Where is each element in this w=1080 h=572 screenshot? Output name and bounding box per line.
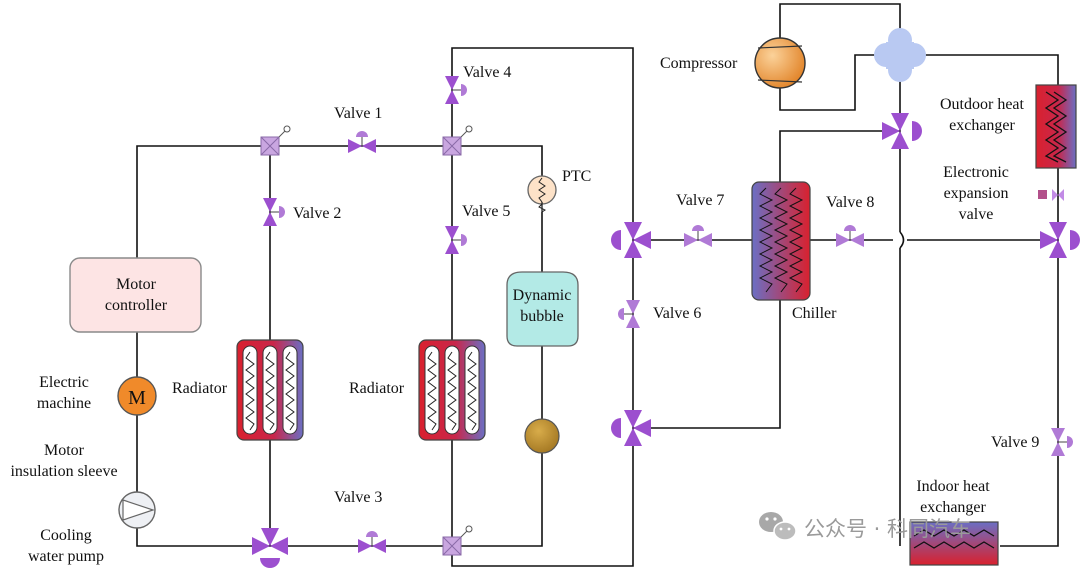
- radiator-1-label: Radiator: [172, 380, 228, 397]
- three-way-valve-refrigerant-upper: [882, 113, 922, 149]
- electric-machine-label-line2: machine: [37, 395, 91, 412]
- valve-5-label: Valve 5: [462, 203, 510, 220]
- junction-top-right: [442, 125, 473, 156]
- junction-top-left: [260, 125, 291, 156]
- outdoor-heat-exchanger-label-line2: exchanger: [949, 117, 1015, 134]
- valve-7: [684, 225, 712, 247]
- valve-4-label: Valve 4: [463, 64, 511, 81]
- dynamic-bubble: [506, 271, 579, 347]
- valve-7-label: Valve 7: [676, 192, 724, 209]
- radiator-1: [236, 339, 304, 441]
- electric-machine: [117, 376, 157, 416]
- electronic-expansion-valve-label-line2: expansion: [944, 185, 1009, 202]
- electric-machine-label-line1: Electric: [39, 374, 89, 391]
- watermark-text: 公众号 · 科同汽车: [804, 517, 971, 541]
- watermark: 公众号 · 科同汽车: [759, 512, 971, 541]
- chiller: [751, 181, 811, 301]
- valve-9: [1051, 428, 1073, 456]
- three-way-valve-refrigerant-right: [1040, 222, 1080, 258]
- motor-controller-label-line1: Motor: [116, 276, 157, 293]
- ptc-heater: [527, 175, 557, 213]
- valve-4: [445, 76, 467, 104]
- motor-controller: [69, 257, 202, 333]
- dynamic-bubble-label-line2: bubble: [520, 308, 564, 325]
- outdoor-heat-exchanger-label-line1: Outdoor heat: [940, 96, 1025, 113]
- cooling-water-pump: [118, 491, 156, 529]
- valve-3-label: Valve 3: [334, 489, 382, 506]
- accumulator: [524, 418, 560, 454]
- indoor-heat-exchanger-label-line1: Indoor heat: [916, 478, 990, 495]
- chiller-label: Chiller: [792, 305, 837, 322]
- valve-9-label: Valve 9: [991, 434, 1039, 451]
- dynamic-bubble-label-line1: Dynamic: [513, 287, 572, 304]
- compressor: [754, 37, 806, 89]
- motor-insulation-sleeve-label-line2: insulation sleeve: [10, 463, 117, 480]
- valve-6: [618, 300, 640, 328]
- wechat-logo-icon: [759, 512, 797, 541]
- indoor-heat-exchanger-label-line2: exchanger: [920, 499, 986, 516]
- valve-2-label: Valve 2: [293, 205, 341, 222]
- radiator-2: [418, 339, 486, 441]
- valve-1-label: Valve 1: [334, 105, 382, 122]
- cooling-water-pump-label-line1: Cooling: [40, 527, 92, 544]
- indoor-heat-exchanger: [909, 521, 999, 566]
- electronic-expansion-valve-label-line3: valve: [959, 206, 994, 223]
- refrigerant-pipes: [779, 3, 1059, 547]
- compressor-label: Compressor: [660, 55, 738, 72]
- three-way-valve-pump-outlet: [252, 528, 288, 568]
- valve-1: [348, 131, 376, 153]
- radiator-2-label: Radiator: [349, 380, 405, 397]
- outdoor-heat-exchanger: [1035, 84, 1077, 169]
- three-way-valve-left-upper: [611, 222, 651, 258]
- motor-insulation-sleeve-label-line1: Motor: [44, 442, 85, 459]
- valve-8: [836, 225, 864, 247]
- valve-2: [263, 198, 285, 226]
- electronic-expansion-valve: [1038, 189, 1064, 201]
- electronic-expansion-valve-label-line1: Electronic: [943, 164, 1009, 181]
- valve-5: [445, 226, 467, 254]
- junction-bottom: [442, 525, 473, 556]
- three-way-valve-left-lower: [611, 410, 651, 446]
- motor-controller-label-line2: controller: [105, 297, 168, 314]
- valve-8-label: Valve 8: [826, 194, 874, 211]
- electric-machine-symbol: M: [128, 387, 146, 409]
- cooling-water-pump-label-line2: water pump: [28, 548, 104, 565]
- four-way-valve: [874, 28, 926, 82]
- valve-6-label: Valve 6: [653, 305, 701, 322]
- valve-3: [358, 531, 386, 553]
- ptc-label: PTC: [562, 168, 591, 185]
